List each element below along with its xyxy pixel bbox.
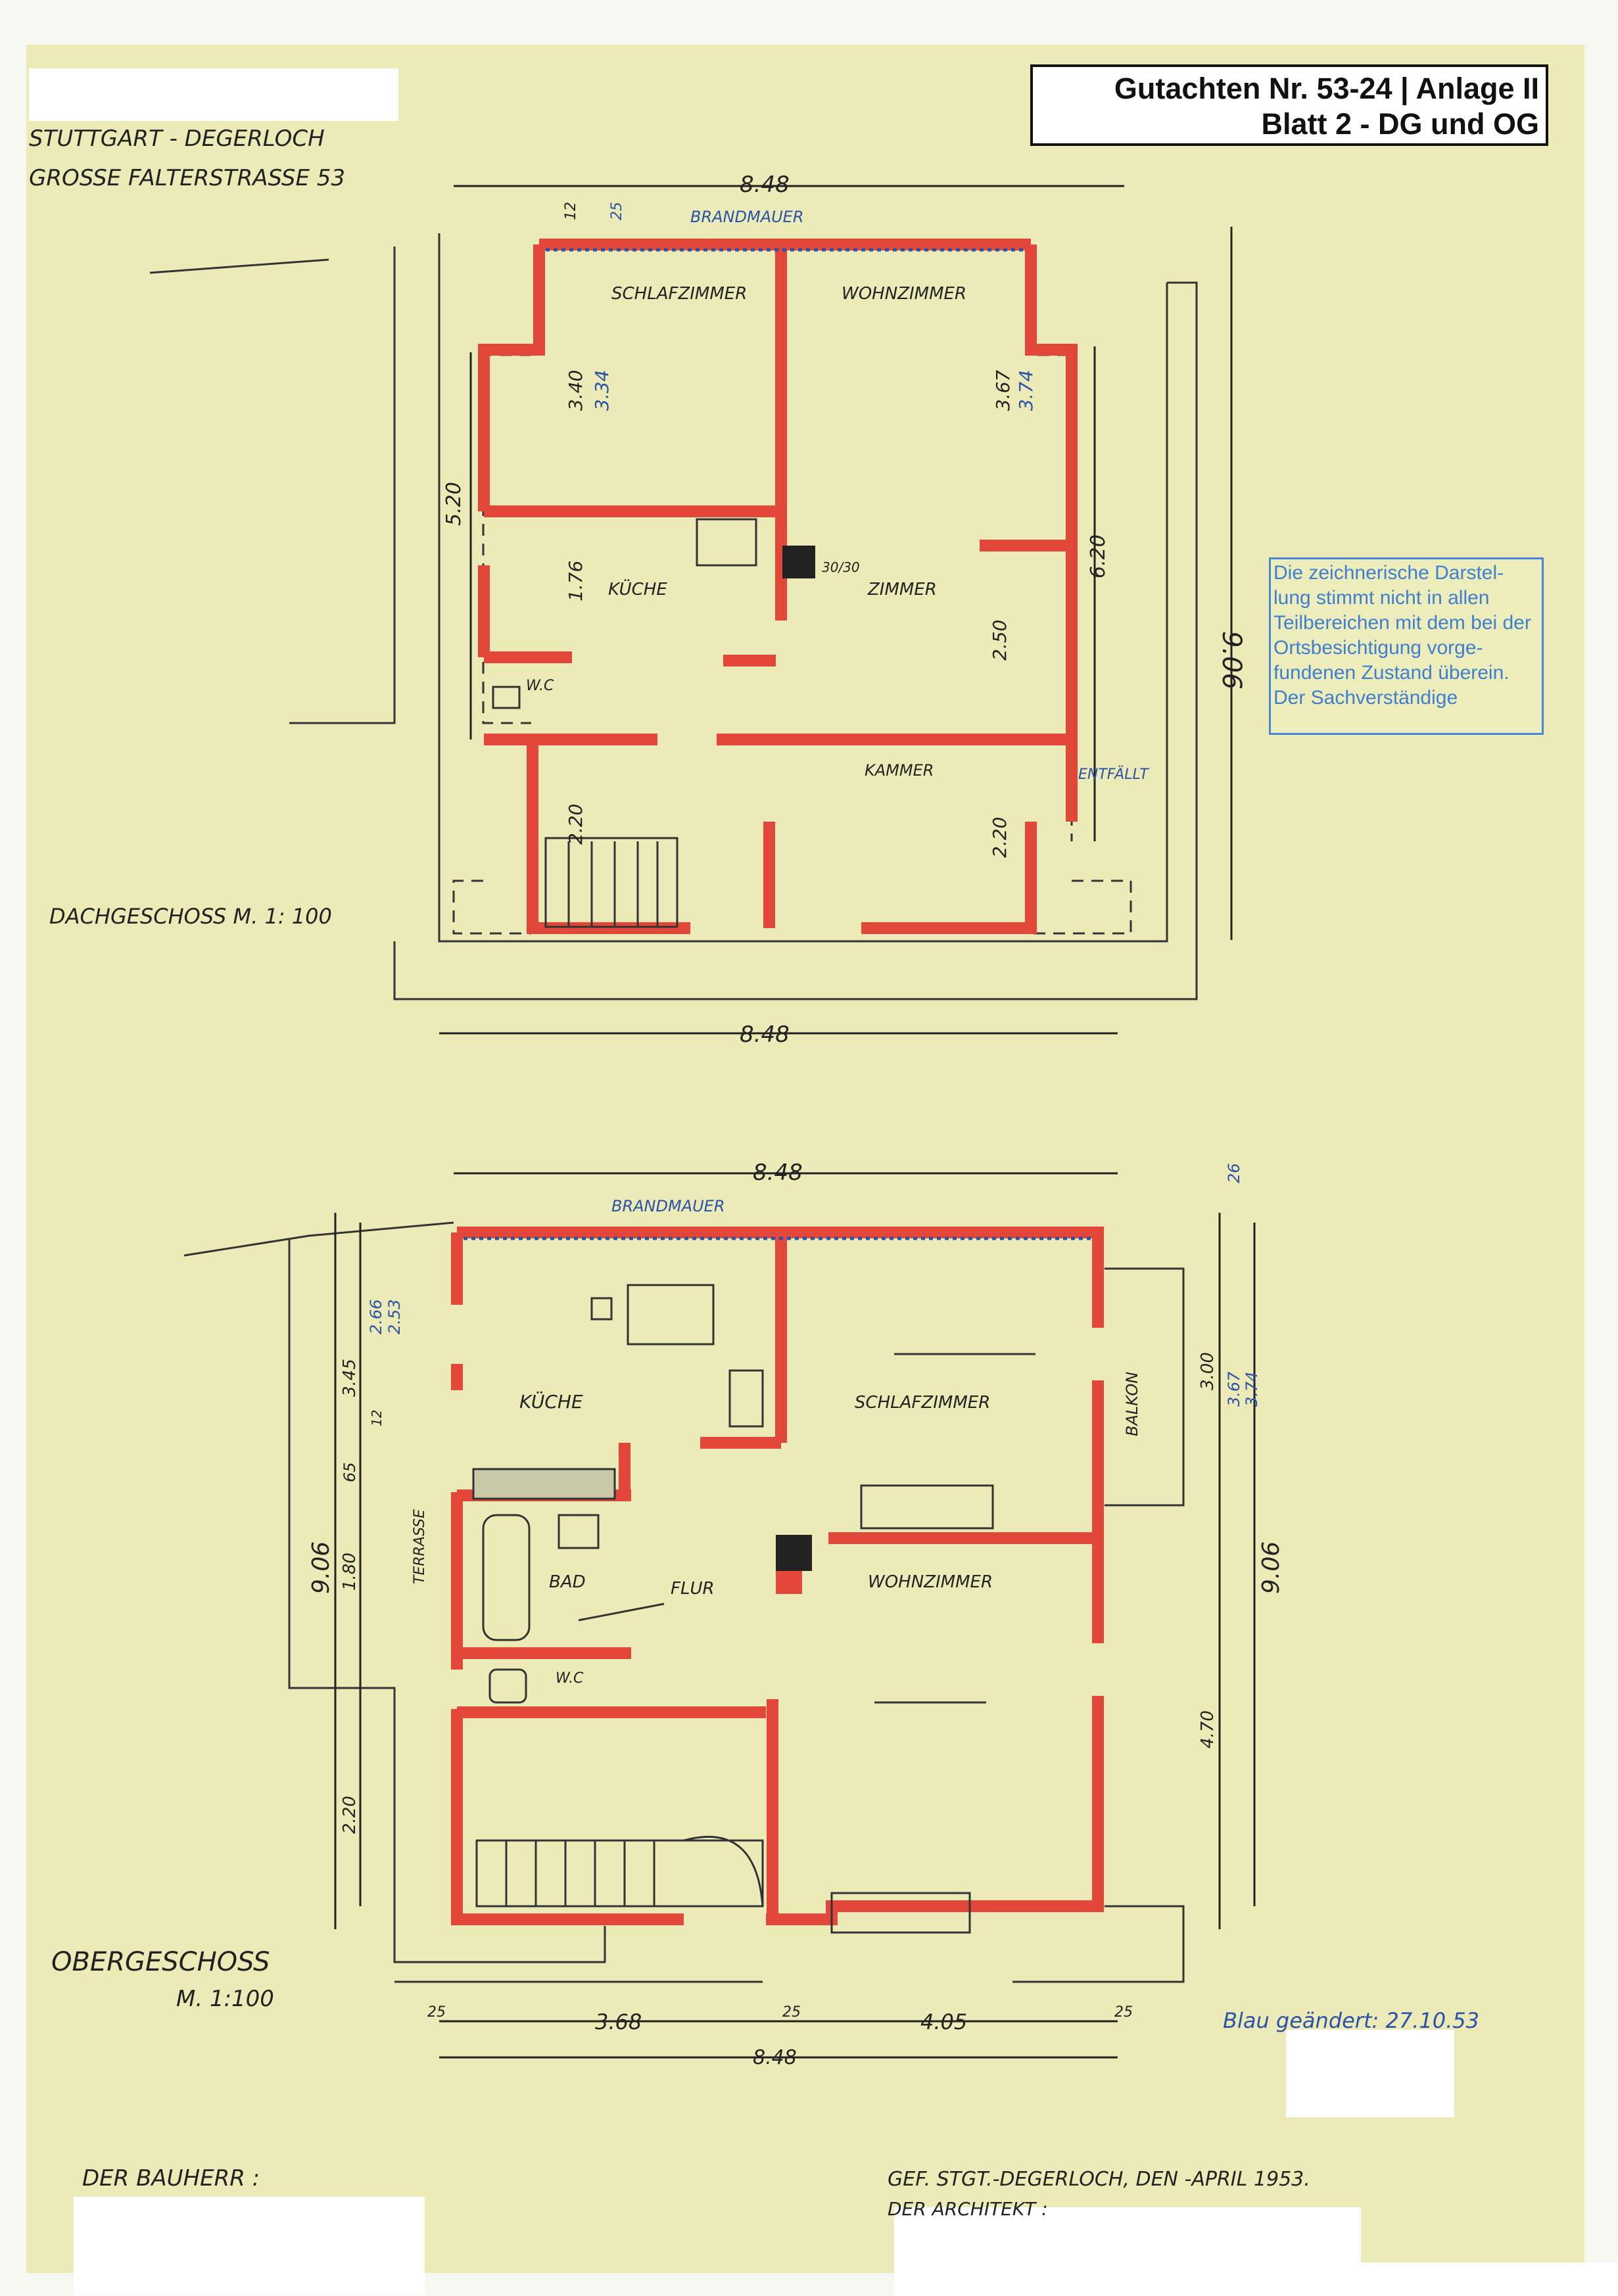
attic-h1-blue: 3.34 — [591, 370, 613, 411]
attic-h1: 3.40 — [565, 370, 586, 411]
upper-wall-25-mid: 25 — [782, 2004, 801, 2021]
upper-room-kitchen: KÜCHE — [519, 1390, 583, 1413]
upper-room-hall: FLUR — [671, 1579, 715, 1599]
redaction-bottom-edge — [1361, 2262, 1618, 2296]
attic-wall-25: 25 — [609, 202, 625, 220]
upper-room-wc: W.C — [556, 1670, 584, 1687]
attic-room-kitchen: KÜCHE — [608, 578, 667, 599]
upper-caption-scale: M. 1:100 — [176, 1986, 274, 2012]
attic-roof-line — [149, 258, 329, 274]
document-title: Gutachten Nr. 53-24 | Anlage II — [1114, 72, 1539, 105]
upper-dim-180: 1.80 — [340, 1553, 360, 1591]
upper-depth-right: 9.06 — [1258, 1541, 1285, 1594]
upper-blue-374: 3.74 — [1243, 1372, 1261, 1407]
upper-seg-1: 3.68 — [595, 2009, 642, 2034]
attic-plan: 8.48 8.48 9.06 5.20 6.20 3.40 3.34 3.67 … — [49, 172, 1247, 1048]
attic-roof-left — [289, 246, 396, 724]
attic-room-wc: W.C — [526, 678, 554, 694]
attic-right-dim: 6.20 — [1087, 534, 1110, 578]
attic-chimney-label: 30/30 — [822, 559, 860, 575]
upper-firewall: BRANDMAUER — [611, 1197, 725, 1215]
changed-note: Blau geändert: 27.10.53 — [1223, 2008, 1479, 2033]
attic-roof-outline — [438, 233, 1168, 943]
upper-chimney — [776, 1535, 812, 1571]
upper-room-terrace: TERRASSE — [412, 1509, 428, 1584]
attic-caption: DACHGESCHOSS M. 1: 100 — [49, 904, 332, 929]
attic-stair-left: 2.20 — [565, 804, 586, 845]
attic-room-bedroom: SCHLAFZIMMER — [611, 284, 747, 304]
upper-width-top: 8.48 — [753, 1160, 803, 1186]
address-line-1: STUTTGART - DEGERLOCH — [29, 126, 325, 152]
upper-room-living: WOHNZIMMER — [868, 1572, 993, 1592]
attic-removed: ENTFÄLLT — [1078, 766, 1149, 783]
redaction-top-left — [29, 68, 398, 121]
address-line-2: GROSSE FALTERSTRASSE 53 — [29, 165, 345, 191]
attic-chimney — [782, 546, 815, 578]
upper-dim-65: 65 — [341, 1462, 359, 1482]
upper-dim-470: 4.70 — [1198, 1710, 1218, 1748]
attic-width-top: 8.48 — [740, 172, 790, 198]
owner-label: DER BAUHERR : — [82, 2165, 260, 2191]
upper-wall-25-left: 25 — [427, 2004, 446, 2021]
expert-note: Die zeichnerische Darstel-lung stimmt ni… — [1269, 557, 1544, 735]
redaction-bottom-right — [894, 2207, 1361, 2296]
attic-h2: 3.67 — [992, 369, 1014, 411]
upper-blue-253: 2.53 — [385, 1300, 404, 1334]
redaction-bottom-left — [74, 2197, 425, 2295]
attic-zimmer-dim: 2.50 — [989, 620, 1011, 661]
attic-firewall: BRANDMAUER — [690, 208, 804, 226]
place-date: GEF. STGT.-DEGERLOCH, DEN -APRIL 1953. — [888, 2168, 1310, 2191]
upper-room-bath: BAD — [549, 1572, 586, 1592]
attic-width-bottom: 8.48 — [740, 1021, 790, 1048]
attic-room-zimmer: ZIMMER — [867, 580, 937, 599]
attic-h2-blue: 3.74 — [1015, 370, 1037, 411]
attic-room-chamber: KAMMER — [865, 761, 934, 780]
attic-wall-12: 12 — [563, 202, 579, 220]
upper-caption-title: OBERGESCHOSS — [51, 1947, 270, 1977]
upper-dim-300: 3.00 — [1198, 1352, 1218, 1390]
plan-sheet — [26, 45, 1584, 2273]
upper-room-balcony: BALKON — [1123, 1372, 1141, 1436]
upper-wall-25-right: 25 — [1114, 2004, 1133, 2021]
redaction-right — [1286, 2030, 1454, 2117]
upper-room-bedroom: SCHLAFZIMMER — [855, 1393, 990, 1413]
attic-depth: 9.06 — [1216, 631, 1247, 690]
upper-blue-26: 26 — [1225, 1163, 1243, 1183]
document-title-box: Gutachten Nr. 53-24 | Anlage II Blatt 2 … — [1030, 64, 1548, 146]
upper-width-bottom: 8.48 — [753, 2046, 797, 2069]
attic-room-living: WOHNZIMMER — [842, 284, 966, 304]
attic-left-dim: 5.20 — [442, 482, 465, 526]
architect-label: DER ARCHITEKT : — [888, 2198, 1048, 2220]
upper-dim-345: 3.45 — [340, 1359, 360, 1397]
upper-dim-220: 2.20 — [340, 1796, 360, 1834]
upper-blue-387: 3.67 — [1225, 1371, 1243, 1407]
attic-roof-right — [393, 281, 1198, 1000]
upper-plan: 8.48 8.48 3.68 4.05 25 25 25 9.06 9.06 3… — [51, 1160, 1285, 2069]
upper-depth-left: 9.06 — [308, 1541, 335, 1594]
attic-stair-right: 2.20 — [989, 817, 1011, 858]
upper-dim-12: 12 — [369, 1410, 385, 1426]
upper-blue-266: 2.66 — [367, 1300, 385, 1334]
document-subtitle: Blatt 2 - DG und OG — [1261, 107, 1540, 141]
attic-kitchen-dim: 1.76 — [565, 561, 586, 601]
upper-seg-2: 4.05 — [920, 2009, 967, 2034]
